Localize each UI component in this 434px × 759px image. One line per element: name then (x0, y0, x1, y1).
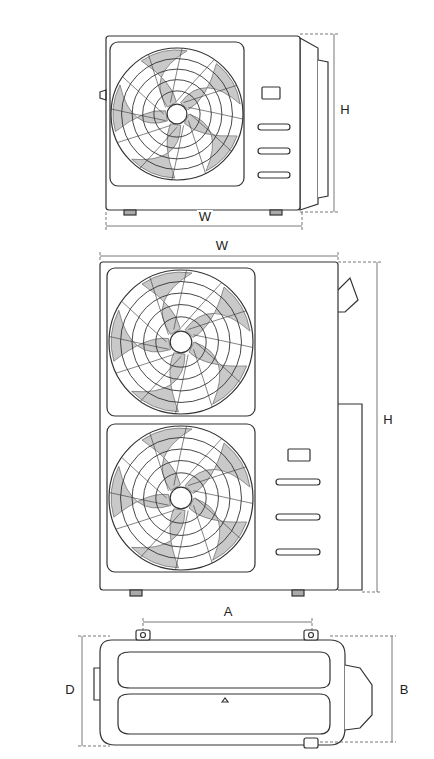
fan-blade (132, 353, 185, 412)
dimension-label: H (338, 103, 351, 117)
fan-grille-spoke (190, 114, 231, 151)
fan-grille-spoke (150, 277, 169, 335)
fan-grille-spoke (195, 498, 240, 539)
dimension-label: W (214, 239, 230, 253)
dimension-label: W (197, 210, 213, 224)
fan-grille-spoke (116, 354, 174, 373)
fan-grille-spoke (109, 337, 168, 350)
fan-grille-spoke (117, 125, 170, 142)
fan-grille-spoke (195, 342, 240, 383)
fan-grille-spoke (188, 311, 246, 330)
fan-hub (170, 331, 192, 353)
fan-grille-ring (156, 317, 206, 367)
fan-grille-ring (132, 449, 230, 547)
fan-grille-ring (121, 282, 242, 403)
fan-blade (132, 509, 185, 568)
fan-grille-spoke (140, 512, 181, 557)
fan-grille-spoke (122, 301, 167, 342)
fan-group (109, 48, 253, 570)
outdoor-unit-small (100, 36, 328, 215)
fan-grille-spoke (122, 457, 167, 498)
fan-grille-ring (143, 80, 212, 149)
dimension-lines (106, 34, 338, 230)
fan-grille-spoke (123, 77, 164, 114)
fan-blade (111, 466, 170, 517)
fan-grille-ring (144, 305, 219, 380)
fan-grille-spoke (188, 107, 242, 119)
fan-grille-spoke (184, 85, 237, 102)
fan-grille-ring (122, 59, 233, 170)
fan-grille-spoke (111, 109, 165, 121)
fan-grille-spoke (116, 510, 174, 529)
fan-grille-spoke (177, 60, 214, 101)
fan-grille-ring (132, 69, 222, 159)
fan-grille-spoke (193, 491, 252, 504)
fan-grille-spoke (174, 270, 187, 329)
dimension-label: D (63, 683, 76, 697)
fan-grille-spoke (181, 283, 222, 328)
fan-blade (111, 310, 170, 361)
fan-grille-spoke (193, 505, 212, 563)
fan-blade (189, 498, 247, 560)
dimension-label: B (398, 683, 411, 697)
fan-grille-spoke (148, 54, 165, 107)
fan-grille-spoke (176, 354, 189, 413)
fan-grille-spoke (170, 48, 182, 102)
fan (109, 270, 253, 414)
fan-hub (170, 487, 192, 509)
dimension-lines (78, 618, 396, 746)
fan-blade (113, 85, 167, 132)
fan-grille-ring (144, 461, 219, 536)
fan-grille-ring (121, 438, 242, 559)
fan-grille-ring (156, 473, 206, 523)
fan (109, 426, 253, 570)
fan-grille-spoke (172, 125, 184, 179)
fan-grille-spoke (188, 467, 246, 486)
fan-grille-spoke (181, 439, 222, 484)
outdoor-unit-large (100, 262, 362, 596)
fan-grille-ring (132, 293, 230, 391)
fan-grille-spoke (176, 510, 189, 569)
fan-blade (184, 114, 237, 171)
fan-hub (167, 104, 187, 124)
dimension-lines (100, 252, 381, 592)
fan-grille-spoke (109, 493, 168, 506)
fan-grille-spoke (140, 356, 181, 401)
dimension-label: H (381, 413, 394, 427)
dimension-label: A (222, 605, 235, 619)
top-view (94, 630, 372, 748)
fan-grille-spoke (188, 121, 205, 174)
fan-grille-spoke (150, 433, 169, 491)
fan-grille-spoke (174, 426, 187, 485)
fan-grille-spoke (140, 127, 177, 168)
fan-grille-spoke (193, 335, 252, 348)
fan-grille-ring (154, 91, 200, 137)
fan-blade (132, 124, 181, 178)
fan-grille-spoke (193, 349, 212, 407)
fan (111, 48, 243, 180)
fan-blade (189, 342, 247, 404)
